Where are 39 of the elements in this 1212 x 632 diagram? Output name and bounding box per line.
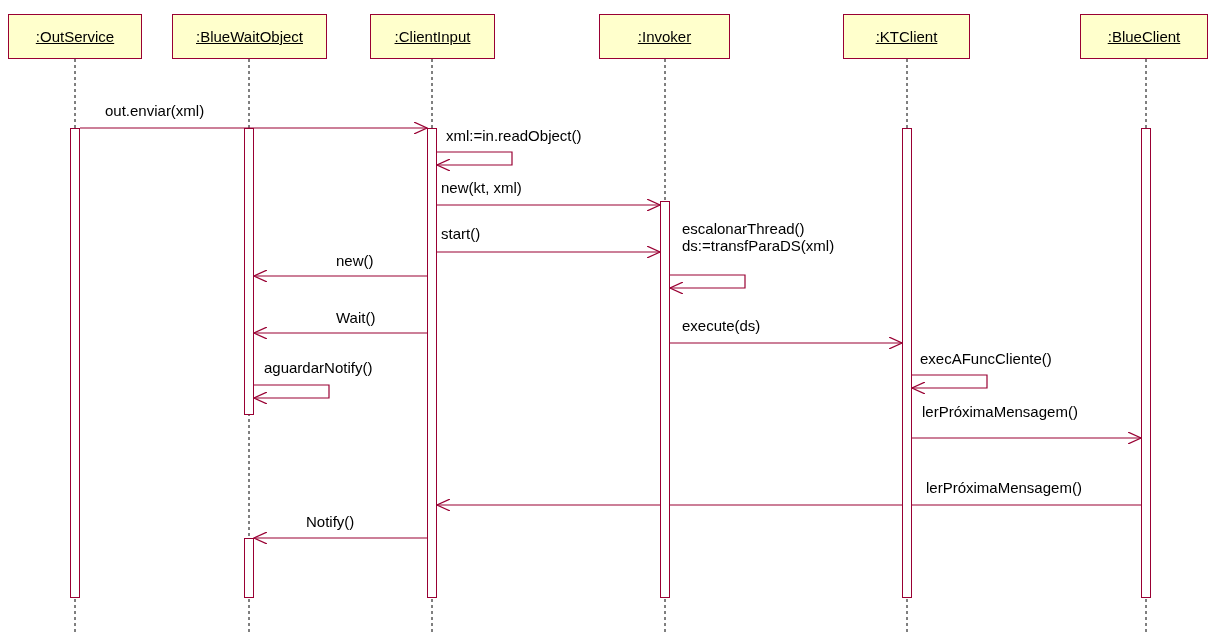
message-label: escalonarThread() ds:=transfParaDS(xml): [682, 220, 836, 254]
message-label: xml:=in.readObject(): [446, 127, 582, 144]
activation-bar: [244, 128, 254, 415]
activation-bar: [902, 128, 912, 598]
lifeline-header: :ClientInput: [370, 14, 495, 59]
message-arrow: [669, 274, 746, 295]
message-label: new(): [336, 252, 374, 269]
activation-bar: [244, 538, 254, 598]
activation-bar: [1141, 128, 1151, 598]
message-arrow: [79, 121, 428, 135]
message-label: new(kt, xml): [441, 179, 522, 196]
message-label: lerPróximaMensagem(): [922, 403, 1078, 420]
message-arrow: [436, 498, 1142, 512]
message-arrow: [253, 384, 330, 405]
lifeline-header: :KTClient: [843, 14, 970, 59]
message-label: execAFuncCliente(): [920, 350, 1052, 367]
message-arrow: [253, 326, 428, 340]
message-arrow: [253, 269, 428, 283]
message-label: Notify(): [306, 513, 355, 530]
activation-bar: [427, 128, 437, 598]
lifeline-header: :OutService: [8, 14, 142, 59]
lifeline-header: :BlueClient: [1080, 14, 1208, 59]
activation-bar: [660, 201, 670, 598]
message-arrow: [436, 198, 661, 212]
message-label: Wait(): [336, 309, 376, 326]
message-label: start(): [441, 225, 481, 242]
message-arrow: [911, 431, 1142, 445]
message-label: out.enviar(xml): [105, 102, 205, 119]
message-label: aguardarNotify(): [264, 359, 373, 376]
message-arrow: [669, 336, 903, 350]
activation-bar: [70, 128, 80, 598]
message-label: lerPróximaMensagem(): [926, 479, 1082, 496]
lifeline-header: :Invoker: [599, 14, 730, 59]
message-arrow: [253, 531, 428, 545]
message-label: execute(ds): [682, 317, 761, 334]
message-arrow: [436, 151, 513, 172]
message-arrow: [911, 374, 988, 395]
message-arrow: [436, 245, 661, 259]
lifeline-header: :BlueWaitObject: [172, 14, 327, 59]
